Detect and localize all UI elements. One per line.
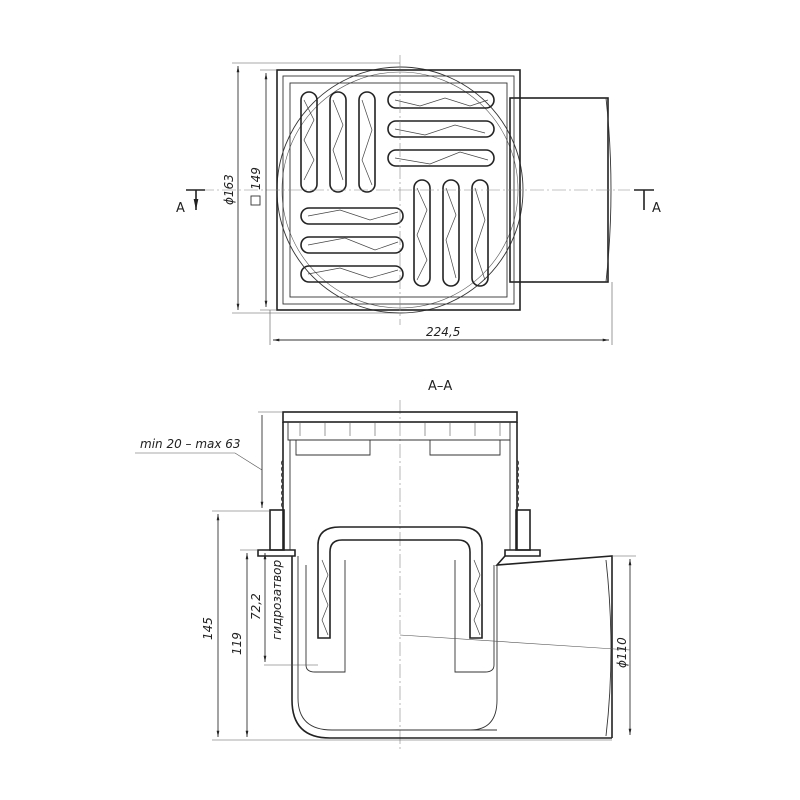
width-label: 224,5	[426, 325, 460, 339]
square-symbol-icon	[250, 195, 261, 206]
square-value: 149	[249, 167, 263, 190]
diameter-label: ϕ163	[222, 174, 236, 205]
total-height-label: 145	[201, 617, 215, 640]
water-seal-trap	[317, 526, 483, 639]
section-title: A–A	[428, 379, 452, 394]
lower-body	[291, 556, 612, 739]
grate-slots	[300, 91, 495, 287]
seal-height-label: 72,2	[249, 593, 263, 620]
section-mark-left: A	[176, 201, 185, 216]
height-adjust-label: min 20 – max 63	[140, 437, 241, 451]
top-view: A A ϕ163 149 224,5	[176, 55, 661, 345]
section-view: min 20 – max 63 145 119 72,2 гидрозатвор…	[135, 400, 636, 750]
section-mark-left-arrow	[186, 189, 205, 210]
grate-section	[282, 411, 518, 423]
section-mark-right: A	[652, 201, 661, 216]
outlet-height-label: 119	[230, 632, 244, 655]
outlet-diameter-label: ϕ110	[615, 637, 629, 668]
outlet-pipe-section	[495, 555, 613, 738]
section-mark-right-arrow	[634, 189, 654, 210]
seal-label: гидрозатвор	[270, 560, 284, 640]
